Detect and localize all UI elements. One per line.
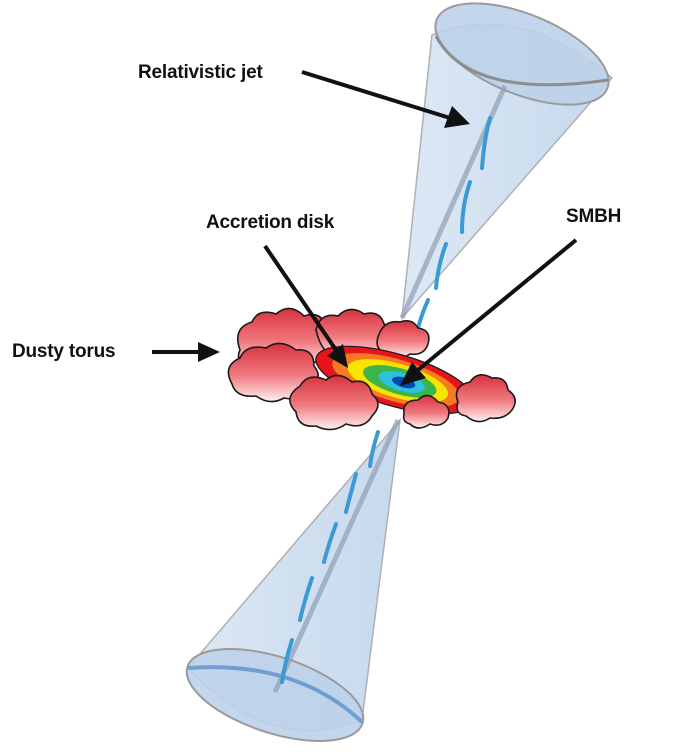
accretion-disk-label: Accretion disk xyxy=(206,212,334,234)
dusty-torus-label: Dusty torus xyxy=(12,341,115,363)
lower-jet-cone xyxy=(176,420,400,756)
dusty-cloud-icon xyxy=(290,375,378,429)
upper-jet-cone xyxy=(402,0,622,336)
relativistic-jet-label: Relativistic jet xyxy=(138,62,263,84)
arrow-icon xyxy=(152,342,220,362)
smbh-label: SMBH xyxy=(566,206,621,228)
dusty-cloud-icon xyxy=(457,375,516,422)
